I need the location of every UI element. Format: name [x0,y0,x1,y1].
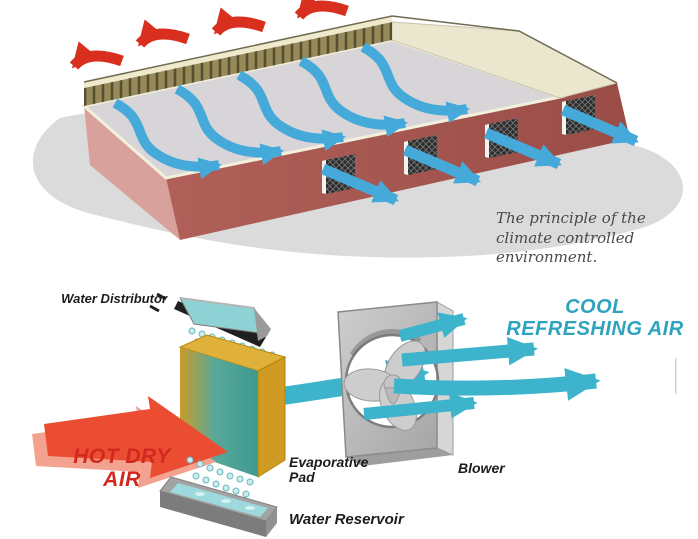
cool-air-arrow [393,368,601,401]
evaporative-pad-label: Evaporative Pad [289,454,369,486]
drip-droplets [186,456,254,498]
cool-airflow-arrow [298,56,408,138]
water-distributor [149,292,271,347]
hot-air-arrow [69,41,124,70]
exit-airflow-arrows [320,104,640,206]
cool-airflow-arrow [360,42,470,124]
cool-air-arrows [363,312,601,420]
pad-side-face [257,356,286,478]
cool-airflow-arrow [236,70,346,152]
cool-air-arrow [398,312,468,342]
exit-airflow-arrow [320,163,400,206]
hot-dry-air-label: HOT DRY AIR [73,445,171,491]
building-airflow-diagram [32,0,684,258]
top-diagram-caption: The principle of the climate controlled … [496,209,646,266]
gable-wall [84,106,180,240]
hot-dry-air-arrow [32,396,228,488]
cool-air-arrow [401,336,538,367]
evaporative-cooler-diagram [32,292,677,537]
blower-label: Blower [458,460,505,476]
water-distributor-label: Water Distributor [61,291,167,306]
water-reservoir-label: Water Reservoir [289,511,404,528]
blower [337,301,454,466]
exit-airflow-arrow [483,127,563,170]
cool-refreshing-air-label: COOL REFRESHING AIR [506,296,684,340]
hot-air-arrow [294,0,349,20]
water-reservoir [159,476,278,537]
hot-air-arrow [135,19,190,48]
cool-airflow-arrow [112,98,222,180]
pad-wall-coping [84,16,392,88]
exit-airflow-arrow [560,104,640,147]
cool-air-arrow [363,392,478,420]
reservoir-water [170,483,268,517]
exit-airflow-arrow [402,144,482,187]
cool-airflow-arrow [174,84,284,166]
hot-air-arrow [211,7,266,36]
hot-air-arrows [69,0,349,70]
interior-airflow-arrows [112,42,470,180]
